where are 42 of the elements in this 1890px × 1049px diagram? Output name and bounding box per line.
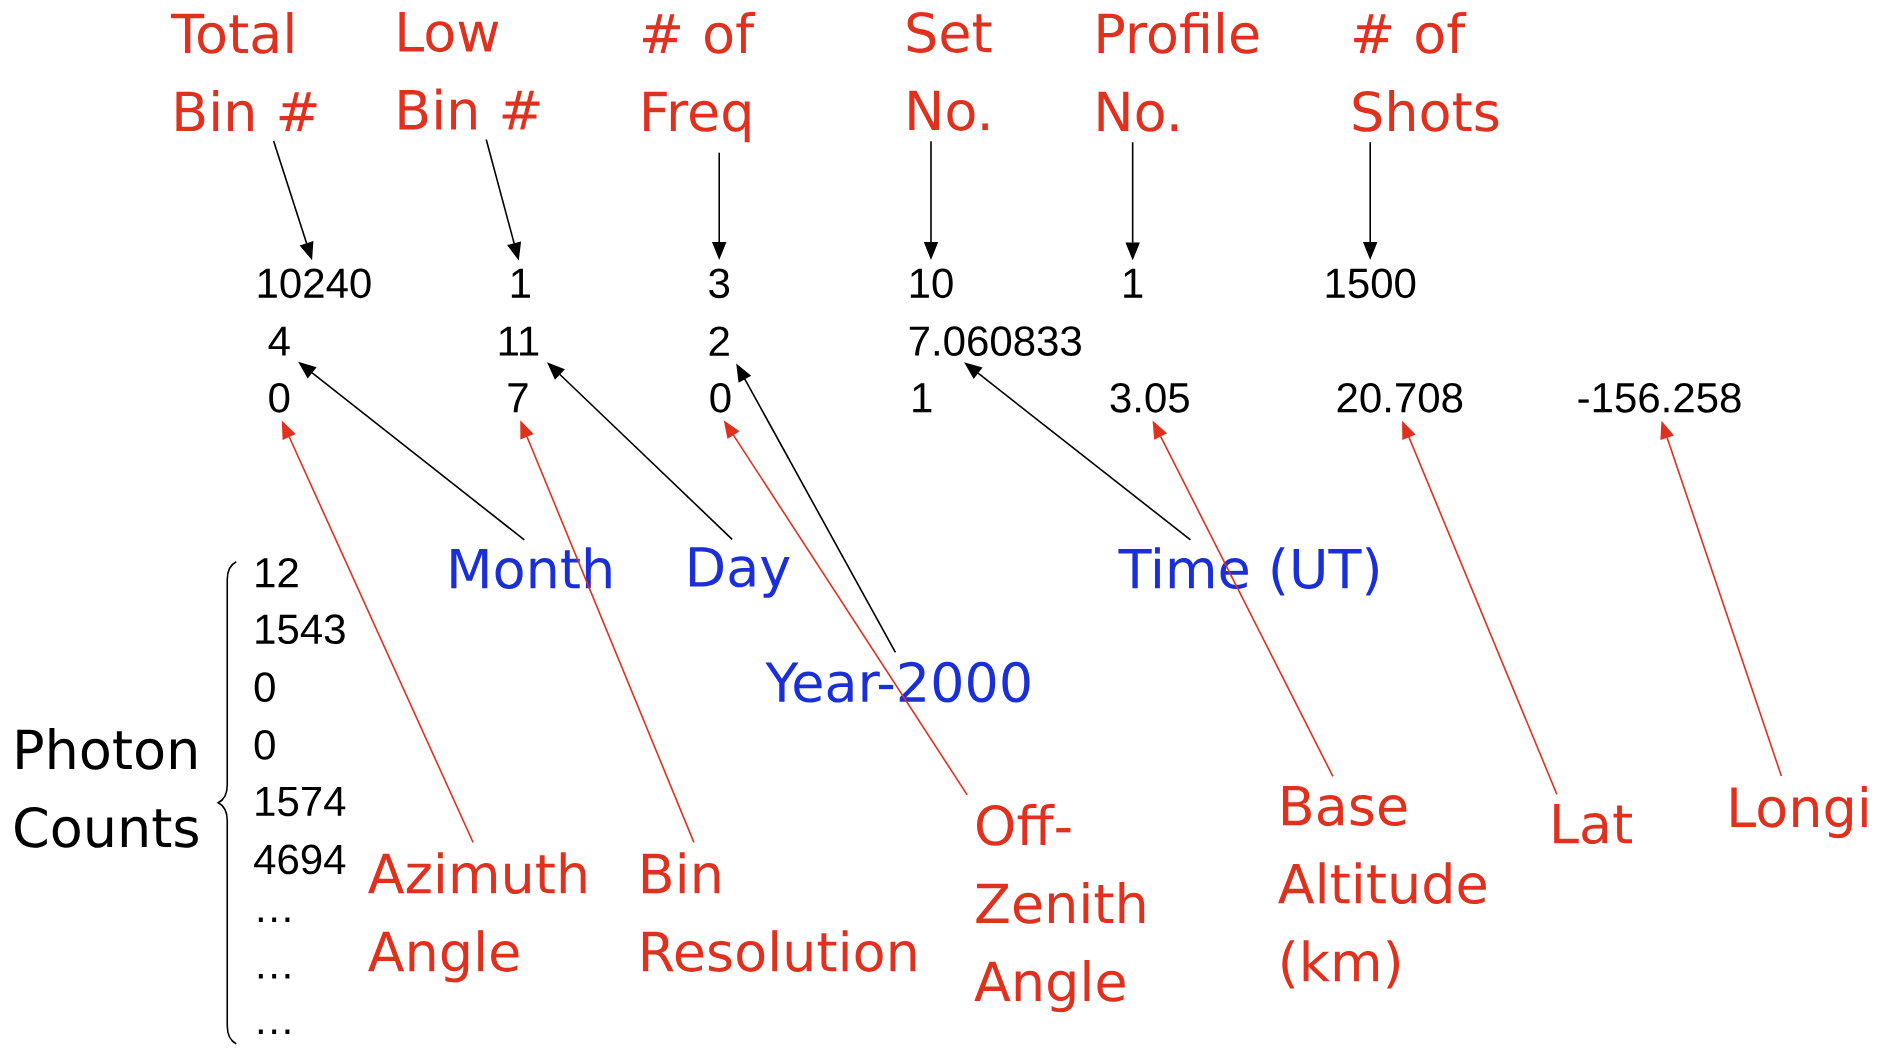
data-value: -156.258 — [1578, 382, 1741, 413]
data-value: 2 — [709, 326, 729, 356]
data-value: 10 — [910, 268, 953, 299]
data-value: 1 — [511, 268, 530, 298]
data-value: 20.708 — [1337, 382, 1463, 413]
group-label: Photon Counts — [15, 728, 198, 848]
data-value: … — [258, 1029, 290, 1035]
annotation-label: Azimuth Angle — [368, 852, 586, 983]
data-value: 0 — [254, 672, 275, 702]
annotation-label: # of Freq — [643, 12, 756, 143]
data-value: 1 — [913, 383, 932, 413]
data-value: 1543 — [256, 614, 345, 645]
annotation-label: Day — [689, 547, 790, 598]
arrow — [547, 362, 733, 541]
data-value: 3.05 — [1110, 382, 1189, 413]
data-value: 4 — [268, 326, 290, 356]
annotation-label: Lat — [1554, 803, 1632, 845]
data-value: 10240 — [258, 268, 371, 299]
data-value: 11 — [499, 326, 539, 356]
data-value: … — [258, 974, 290, 979]
data-value: 7 — [508, 383, 528, 413]
data-value: … — [258, 917, 290, 922]
data-value: 12 — [256, 557, 298, 588]
annotation-label: Base Altitude (km) — [1278, 785, 1486, 989]
data-value: 7.060833 — [909, 326, 1081, 356]
annotation-label: Off-Zenith Angle — [974, 803, 1145, 1013]
data-value: 3 — [709, 268, 730, 299]
arrow — [964, 362, 1192, 541]
annotation-label: # of Shots — [1353, 12, 1499, 132]
annotation-label: Total Bin # — [171, 12, 317, 132]
annotation-label: Low Bin # — [399, 12, 540, 130]
data-value: 0 — [710, 382, 731, 413]
data-value: 4694 — [254, 844, 346, 875]
annotation-label: Longi — [1731, 785, 1867, 839]
data-value: 1 — [1124, 268, 1143, 298]
annotation-label: Profile No. — [1098, 12, 1259, 132]
data-value: 0 — [269, 382, 290, 413]
annotation-label: Bin Resolution — [642, 852, 916, 972]
data-value: 1574 — [256, 786, 346, 817]
annotation-label: Set No. — [907, 12, 992, 131]
data-value: 1500 — [1326, 268, 1416, 299]
data-value: 0 — [254, 730, 275, 760]
